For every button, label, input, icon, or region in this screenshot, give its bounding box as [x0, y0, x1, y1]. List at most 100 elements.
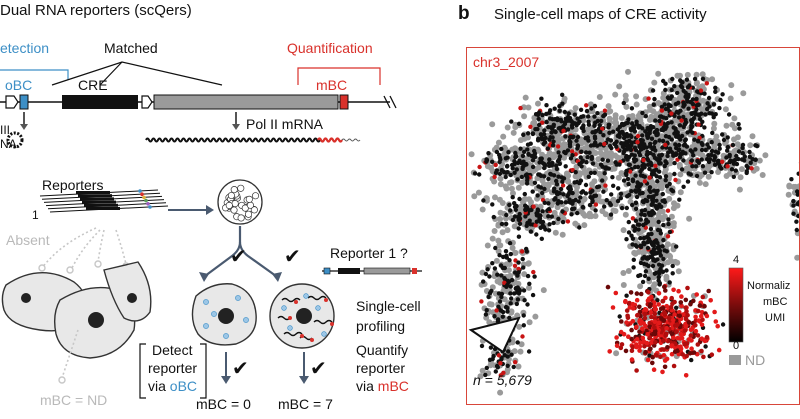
umap-point-nd — [529, 213, 535, 219]
umap-point — [505, 354, 510, 359]
umap-point — [544, 111, 549, 117]
umap-point — [595, 184, 600, 190]
umap-point — [566, 111, 571, 116]
umap-point — [546, 214, 551, 219]
umap-point — [511, 364, 516, 370]
umap-point — [539, 136, 544, 142]
umap-point — [642, 261, 647, 267]
umap-point — [530, 292, 536, 298]
umap-point — [699, 157, 704, 162]
pool-cell — [251, 192, 260, 200]
umap-point — [503, 249, 509, 254]
umap-point — [520, 153, 526, 159]
umap-point — [557, 104, 562, 109]
umap-point — [510, 195, 515, 200]
umap-point — [613, 141, 618, 146]
umap-point — [481, 279, 486, 284]
umap-point-nd — [677, 171, 684, 178]
umap-point-nd — [623, 103, 630, 110]
umap-point — [601, 133, 606, 138]
umap-point — [677, 197, 682, 202]
umap-point-nd — [584, 126, 591, 133]
umap-point — [646, 237, 652, 242]
umap-point — [526, 152, 531, 157]
umap-point-nd — [698, 106, 705, 113]
umap-point — [650, 263, 656, 269]
umap-point — [515, 340, 520, 345]
umap-point-nd — [658, 133, 665, 140]
umap-point-nd — [508, 308, 515, 315]
umap-point-active — [649, 340, 655, 345]
umap-point — [753, 143, 758, 148]
umap-point-active — [637, 348, 642, 353]
umap-point — [558, 117, 563, 123]
umap-point — [629, 152, 635, 157]
umap-point — [546, 176, 551, 182]
umap-point-red — [560, 183, 566, 188]
umap-point — [731, 174, 736, 179]
umap-point — [670, 150, 675, 155]
umap-point — [554, 182, 560, 187]
umap-point — [505, 309, 510, 314]
umap-point — [642, 142, 647, 147]
umap-point — [546, 201, 551, 206]
umap-point — [652, 172, 657, 177]
umap-point-active — [630, 344, 635, 350]
reporter1-label: Reporter 1 ? — [330, 245, 408, 261]
umap-point-nd — [531, 119, 538, 126]
umap-point-red — [646, 96, 651, 101]
umap-point-nd — [635, 112, 642, 119]
umap-point-nd — [526, 284, 532, 291]
umap-point-active — [684, 309, 689, 314]
umap-point — [699, 147, 705, 153]
umap-point — [592, 103, 598, 109]
umap-point — [679, 133, 685, 139]
umap-point-red — [561, 128, 566, 133]
umap-point-nd — [734, 134, 741, 141]
quantified-cell — [269, 283, 335, 349]
umap-point-active — [671, 287, 676, 293]
umap-point-active — [646, 289, 651, 295]
umap-point-active — [672, 299, 677, 305]
umap-point — [497, 253, 502, 258]
umap-point — [662, 163, 667, 169]
umap-point — [621, 132, 627, 137]
umap-point — [630, 236, 636, 241]
umap-point — [504, 164, 510, 169]
umap-point-nd — [633, 101, 640, 108]
umap-point — [525, 175, 530, 180]
pol2-label: Pol II mRNA — [246, 116, 324, 132]
umap-point-nd — [581, 222, 588, 229]
umap-point — [703, 112, 708, 117]
umap-point-active — [688, 333, 694, 338]
umap-point-active — [660, 298, 666, 304]
umap-point-nd — [560, 142, 567, 149]
umap-point — [636, 181, 641, 187]
umap-point-nd — [512, 124, 519, 131]
umap-point — [521, 313, 526, 318]
umap-point — [524, 249, 529, 254]
umap-point — [494, 149, 500, 155]
umap-point — [624, 168, 629, 174]
umap-point — [515, 273, 520, 278]
umap-point-nd — [622, 211, 629, 218]
umap-point — [676, 135, 682, 140]
umap-point-active — [669, 343, 675, 348]
umap-point-nd — [693, 71, 700, 78]
umap-point-active — [683, 324, 689, 329]
umap-point-nd — [522, 94, 529, 101]
umap-point — [707, 111, 712, 116]
umap-point-nd — [686, 215, 693, 222]
umap-point — [506, 349, 511, 354]
umap-point-nd — [704, 165, 711, 172]
umap-point — [521, 163, 527, 168]
umap-point — [632, 145, 638, 150]
umap-point — [629, 106, 635, 111]
umap-point-active — [699, 348, 704, 354]
umap-point — [490, 159, 495, 164]
mbc-0-label: mBC = 0 — [196, 396, 251, 412]
umap-point-active — [685, 285, 690, 291]
umap-point — [791, 203, 796, 208]
umap-point-nd — [496, 242, 503, 249]
umap-point — [497, 155, 503, 160]
